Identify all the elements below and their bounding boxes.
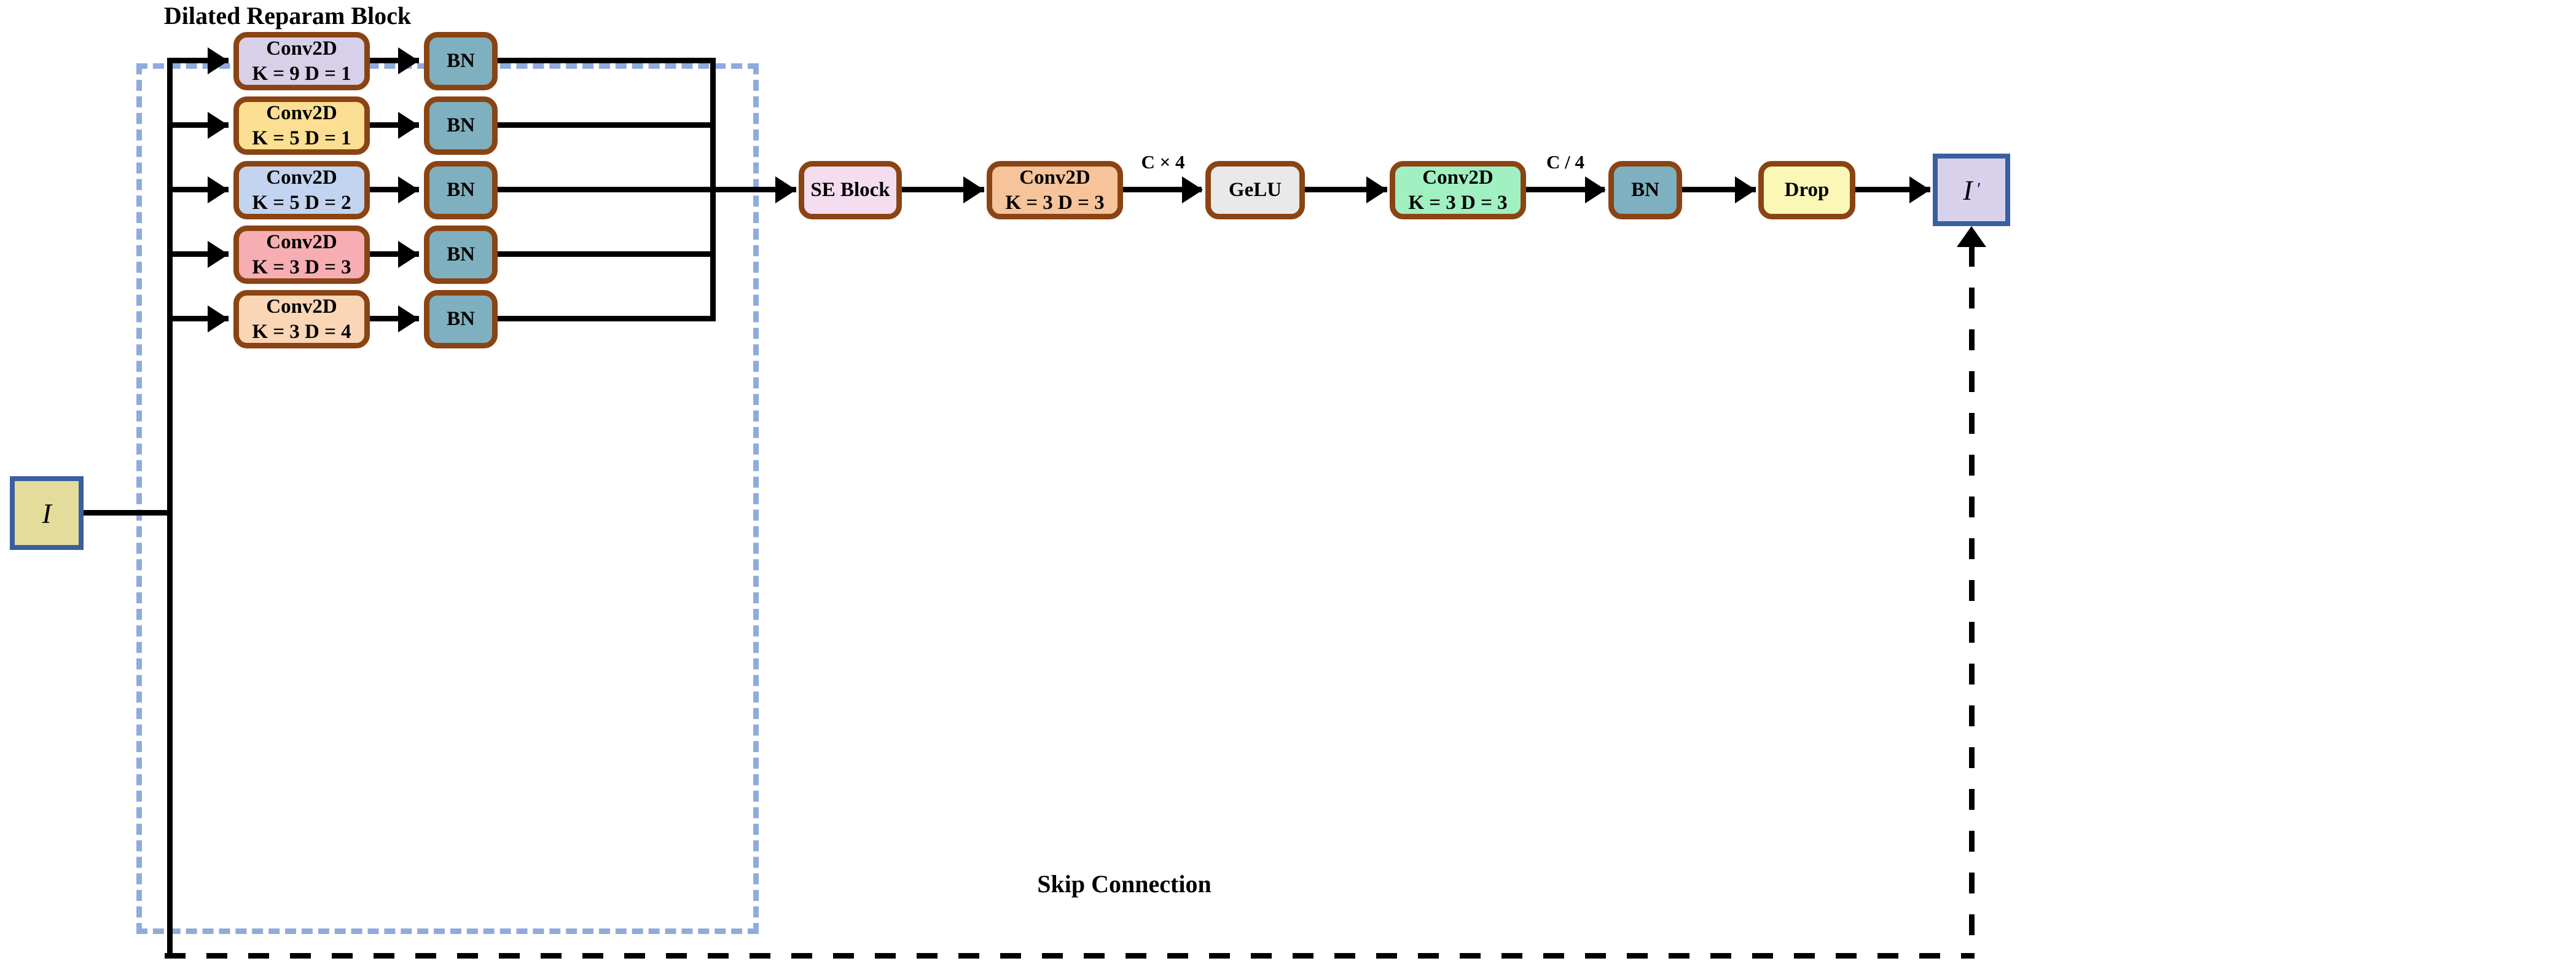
skip-connection-vertical xyxy=(1969,246,1975,959)
bn-box-5: BN xyxy=(424,290,498,348)
conv-box-5-title: Conv2D xyxy=(266,296,337,318)
conv-expand-title: Conv2D xyxy=(1019,167,1090,189)
gelu-to-conv-edge xyxy=(1305,187,1387,192)
bn-merge-edge-3 xyxy=(498,187,716,192)
bn-box-3: BN xyxy=(424,161,498,219)
conv-expand-params: K = 3 D = 3 xyxy=(1005,191,1105,214)
bn-final-box: BN xyxy=(1608,161,1682,219)
bn-box-5-label: BN xyxy=(447,308,475,331)
bn-merge-edge-1 xyxy=(498,58,716,63)
conv-to-bn-edge-5 xyxy=(370,316,419,321)
output-tensor-prime: ′ xyxy=(1976,180,1980,199)
bn-box-3-label: BN xyxy=(447,179,475,202)
conv-to-bn-arrow-1 xyxy=(398,47,419,74)
expand-channel-label: C × 4 xyxy=(1141,151,1185,173)
dropout-box: Drop xyxy=(1758,161,1855,219)
conv-box-4: Conv2D K = 3 D = 3 xyxy=(233,226,370,284)
se-to-conv-edge xyxy=(902,187,984,192)
bn-merge-edge-5 xyxy=(498,316,716,321)
skip-connection-arrow xyxy=(1957,226,1986,247)
branch-arrow-5 xyxy=(208,305,229,332)
bn-final-label: BN xyxy=(1631,179,1659,202)
conv-reduce-to-bn-arrow xyxy=(1585,176,1606,203)
input-tensor-label: I xyxy=(42,497,52,529)
se-block-box: SE Block xyxy=(799,161,902,219)
conv-to-bn-arrow-5 xyxy=(398,305,419,332)
conv-box-1: Conv2D K = 9 D = 1 xyxy=(233,32,370,90)
conv-expand-to-gelu-arrow xyxy=(1182,176,1203,203)
conv-to-bn-edge-3 xyxy=(370,187,419,192)
se-block-label: SE Block xyxy=(810,179,890,202)
conv-box-3-title: Conv2D xyxy=(266,167,337,189)
branch-arrow-3 xyxy=(208,176,229,203)
gelu-label: GeLU xyxy=(1228,179,1282,202)
bn-box-1-label: BN xyxy=(447,50,475,73)
gelu-box: GeLU xyxy=(1205,161,1305,219)
conv-box-2-title: Conv2D xyxy=(266,102,337,125)
conv-reduce-params: K = 3 D = 3 xyxy=(1408,191,1508,214)
bn-box-4-label: BN xyxy=(447,243,475,266)
conv-reduce-to-bn-edge xyxy=(1526,187,1605,192)
conv-to-bn-arrow-3 xyxy=(398,176,419,203)
output-tensor-label: I xyxy=(1963,174,1973,206)
branch-arrow-4 xyxy=(208,241,229,268)
block-output-arrow xyxy=(775,176,796,203)
conv-expand-to-gelu-edge xyxy=(1123,187,1202,192)
skip-connection-label: Skip Connection xyxy=(1037,870,1212,898)
skip-connection-horizontal xyxy=(165,953,1975,959)
bn-box-1: BN xyxy=(424,32,498,90)
block-output-edge xyxy=(710,187,796,192)
conv-box-2-params: K = 5 D = 1 xyxy=(252,127,351,149)
conv-box-1-title: Conv2D xyxy=(266,37,337,60)
branch-edge-3 xyxy=(167,187,229,192)
conv-to-bn-edge-4 xyxy=(370,251,419,257)
bn-merge-edge-2 xyxy=(498,122,716,128)
conv-box-4-params: K = 3 D = 3 xyxy=(252,256,351,278)
conv-box-3-params: K = 5 D = 2 xyxy=(252,191,351,214)
conv-to-bn-edge-1 xyxy=(370,58,419,63)
bn-box-2-label: BN xyxy=(447,114,475,137)
conv-box-5-params: K = 3 D = 4 xyxy=(252,320,351,343)
bn-merge-edge-4 xyxy=(498,251,716,257)
input-edge xyxy=(84,510,171,516)
bn-to-drop-arrow xyxy=(1735,176,1756,203)
se-to-conv-arrow xyxy=(963,176,984,203)
conv-reduce-box: Conv2D K = 3 D = 3 xyxy=(1390,161,1526,219)
bn-box-2: BN xyxy=(424,96,498,155)
branch-edge-5 xyxy=(167,316,229,321)
gelu-to-conv-arrow xyxy=(1366,176,1387,203)
reduce-channel-label: C / 4 xyxy=(1546,151,1584,173)
conv-box-2: Conv2D K = 5 D = 1 xyxy=(233,96,370,155)
conv-to-bn-arrow-4 xyxy=(398,241,419,268)
input-tensor-box: I xyxy=(10,476,84,550)
group-title: Dilated Reparam Block xyxy=(163,2,412,29)
bn-box-4: BN xyxy=(424,226,498,284)
bn-to-drop-edge xyxy=(1682,187,1756,192)
conv-box-1-params: K = 9 D = 1 xyxy=(252,62,351,85)
conv-to-bn-arrow-2 xyxy=(398,112,419,139)
drop-to-output-arrow xyxy=(1909,176,1930,203)
fanout-trunk xyxy=(167,59,173,959)
output-tensor-box: I′ xyxy=(1933,154,2010,226)
conv-to-bn-edge-2 xyxy=(370,122,419,128)
conv-box-3: Conv2D K = 5 D = 2 xyxy=(233,161,370,219)
branch-arrow-2 xyxy=(208,112,229,139)
drop-to-output-edge xyxy=(1855,187,1930,192)
conv-box-4-title: Conv2D xyxy=(266,231,337,254)
branch-arrow-1 xyxy=(208,47,229,74)
branch-edge-1 xyxy=(167,58,229,63)
dropout-label: Drop xyxy=(1784,179,1830,202)
conv-box-5: Conv2D K = 3 D = 4 xyxy=(233,290,370,348)
branch-edge-4 xyxy=(167,251,229,257)
branch-edge-2 xyxy=(167,122,229,128)
conv-expand-box: Conv2D K = 3 D = 3 xyxy=(987,161,1123,219)
conv-reduce-title: Conv2D xyxy=(1422,167,1494,189)
